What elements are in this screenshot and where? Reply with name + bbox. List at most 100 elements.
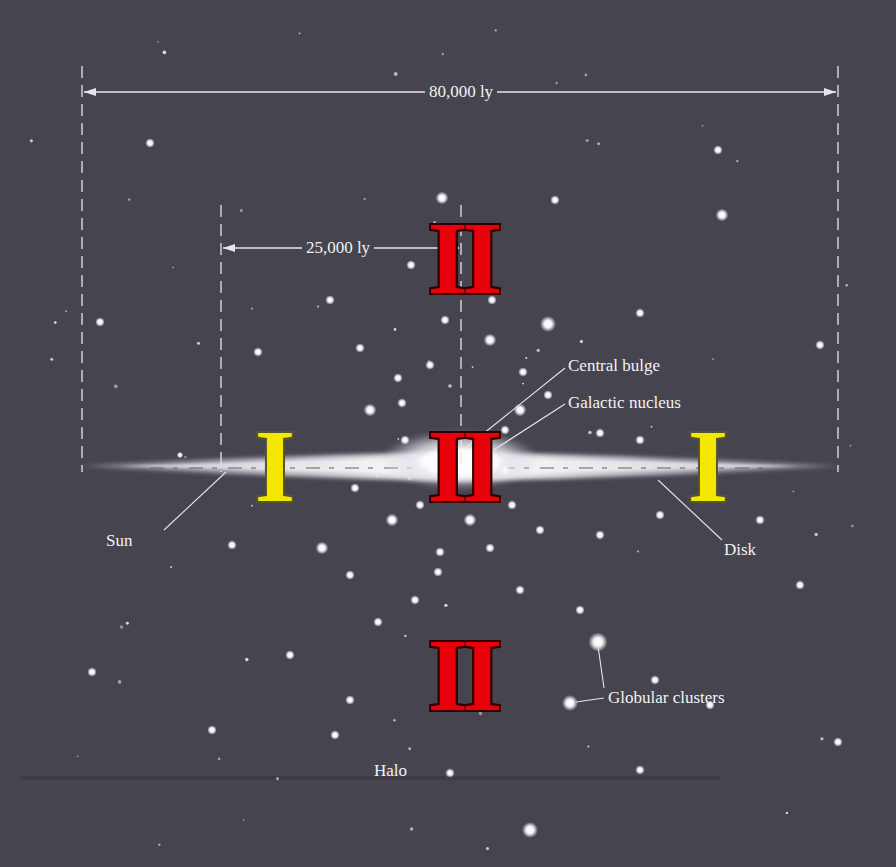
background-star — [317, 306, 319, 308]
globular-cluster — [485, 543, 495, 553]
background-star — [850, 445, 852, 447]
background-star — [472, 366, 474, 368]
background-star — [397, 438, 399, 440]
background-star — [114, 384, 118, 388]
population-marker: I — [688, 414, 722, 518]
globular-cluster — [207, 725, 217, 735]
globular-cluster — [397, 398, 407, 408]
globular-cluster — [87, 667, 97, 677]
background-star — [815, 533, 818, 536]
background-star — [702, 125, 704, 127]
background-star — [736, 160, 738, 162]
background-star — [444, 604, 447, 607]
background-star — [172, 267, 174, 269]
globular-cluster — [500, 425, 510, 435]
globular-cluster — [815, 340, 825, 350]
part-label: Sun — [106, 532, 132, 551]
background-star — [820, 737, 823, 740]
background-star — [845, 284, 848, 287]
background-star — [50, 358, 53, 361]
background-star — [30, 139, 33, 142]
globular-cluster — [535, 525, 545, 535]
background-star — [597, 142, 600, 145]
background-star — [792, 491, 794, 493]
globular-cluster — [550, 195, 560, 205]
globular-cluster — [400, 435, 410, 445]
background-star — [299, 32, 301, 34]
globular-cluster — [415, 500, 425, 510]
background-star — [218, 758, 221, 761]
background-star — [486, 847, 489, 850]
population-marker: II — [428, 206, 497, 310]
globular-cluster — [713, 145, 723, 155]
globular-cluster — [145, 138, 155, 148]
globular-cluster — [253, 347, 263, 357]
background-star — [157, 41, 159, 43]
background-star — [651, 426, 653, 428]
globular-cluster — [755, 515, 765, 525]
globular-cluster — [716, 209, 729, 222]
background-star — [585, 74, 588, 77]
globular-cluster — [227, 540, 237, 550]
background-star — [170, 566, 172, 568]
part-label: Central bulge — [568, 357, 660, 376]
globular-cluster — [500, 465, 510, 475]
globular-cluster — [350, 483, 360, 493]
background-star — [448, 384, 452, 388]
background-star — [394, 328, 397, 331]
globular-cluster — [562, 695, 578, 711]
background-star — [587, 745, 589, 747]
background-star — [197, 342, 200, 345]
globular-cluster — [635, 765, 645, 775]
globular-cluster — [345, 570, 355, 580]
globular-cluster — [373, 617, 383, 627]
background-star — [128, 198, 131, 201]
background-star — [410, 827, 414, 831]
globular-cluster — [316, 542, 329, 555]
globular-cluster — [595, 428, 605, 438]
globular-cluster — [285, 650, 295, 660]
background-star — [586, 139, 589, 142]
globular-cluster — [543, 390, 553, 400]
globular-cluster — [410, 595, 420, 605]
globular-cluster — [507, 500, 517, 510]
globular-cluster — [522, 822, 538, 838]
globular-cluster — [445, 768, 455, 778]
globular-cluster — [425, 360, 435, 370]
background-star — [163, 51, 167, 55]
globular-cluster — [440, 315, 450, 325]
background-star — [65, 310, 67, 312]
globular-cluster — [635, 308, 645, 318]
population-marker: II — [428, 623, 497, 727]
globular-cluster — [355, 343, 365, 353]
background-star — [637, 550, 639, 552]
globular-cluster — [435, 547, 445, 557]
background-star — [495, 29, 497, 31]
part-label: Galactic nucleus — [568, 394, 681, 413]
part-label: Halo — [374, 762, 407, 781]
globular-cluster — [655, 510, 665, 520]
population-marker: II — [428, 414, 497, 518]
background-star — [404, 635, 406, 637]
background-star — [588, 431, 592, 435]
background-star — [522, 383, 524, 385]
background-star — [184, 456, 186, 458]
dimension-label: 80,000 ly — [425, 83, 497, 102]
globular-cluster — [364, 404, 377, 417]
background-star — [580, 340, 583, 343]
background-star — [243, 819, 245, 821]
globular-cluster — [325, 295, 335, 305]
globular-cluster — [595, 530, 605, 540]
background-star — [786, 812, 788, 814]
globular-cluster — [795, 580, 805, 590]
background-star — [251, 308, 253, 310]
background-star — [394, 72, 398, 76]
background-star — [54, 321, 57, 324]
part-label: Disk — [724, 541, 756, 560]
background-star — [408, 747, 411, 750]
background-star — [712, 358, 714, 360]
background-star — [120, 625, 123, 628]
globular-cluster — [406, 260, 416, 270]
globular-cluster — [540, 316, 556, 332]
globular-cluster — [484, 334, 497, 347]
